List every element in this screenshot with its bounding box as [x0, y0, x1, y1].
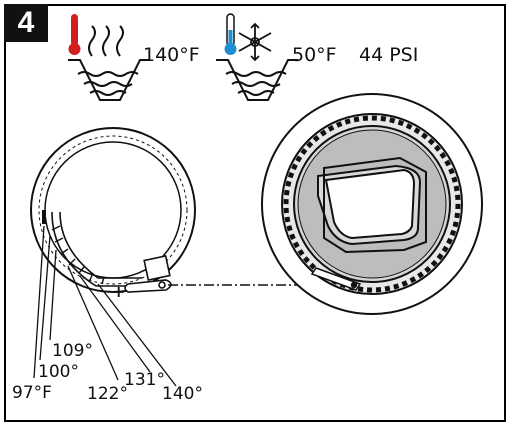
temperature-dial-left — [30, 127, 196, 293]
step-number-badge: 4 — [4, 4, 48, 42]
cold-water-pressure-label: 44 PSI — [359, 44, 419, 66]
cold-water-temperature-label: 50°F — [292, 44, 337, 66]
dial-marking-131: 131° — [124, 370, 165, 390]
leader-lines — [33, 225, 177, 387]
dial-marking-109: 109° — [52, 341, 93, 361]
valve-clip — [310, 267, 362, 291]
hot-water-basin-icon — [68, 25, 150, 101]
dial-marking-140: 140° — [162, 384, 203, 404]
dial-handle — [124, 254, 172, 293]
dial-marking-122: 122° — [87, 384, 128, 404]
hot-water-temperature-label: 140°F — [143, 44, 200, 66]
valve-stem — [317, 156, 427, 254]
thermometer-hot-icon — [68, 14, 81, 55]
plus-symbol: + — [112, 282, 125, 301]
dial-marking-100: 100° — [38, 362, 79, 382]
scale-ticks — [51, 225, 105, 285]
cold-water-basin-icon — [216, 59, 298, 101]
thermometer-cold-icon — [224, 13, 237, 55]
dial-marking-97f: 97°F — [12, 383, 52, 403]
snowflake-icon — [238, 22, 272, 62]
dial-indicator-mark — [42, 210, 46, 224]
dial-scale-arc — [51, 211, 150, 287]
